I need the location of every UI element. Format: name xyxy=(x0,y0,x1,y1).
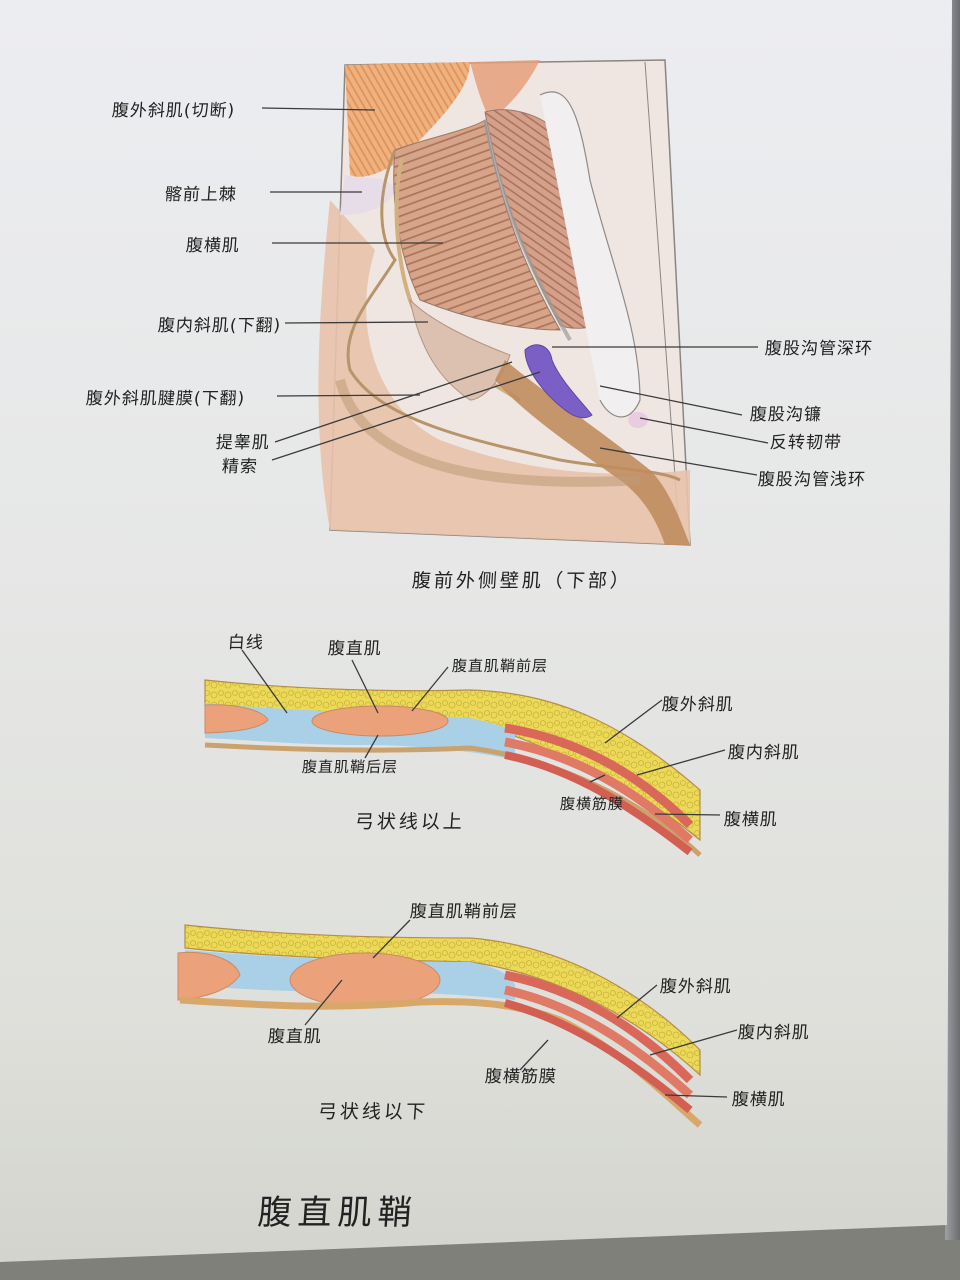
label-deep-inguinal-ring: 腹股沟管深环 xyxy=(764,339,874,359)
label-ext-oblique-cut: 腹外斜肌(切断) xyxy=(111,101,236,121)
label-ext-oblique-bottom: 腹外斜肌 xyxy=(659,977,733,997)
label-sheath-anterior-mid: 腹直肌鞘前层 xyxy=(451,657,549,675)
label-sheath-anterior-bottom: 腹直肌鞘前层 xyxy=(409,902,519,922)
caption-top-figure: 腹前外侧壁肌（下部） xyxy=(411,570,633,592)
label-transversalis-fascia-mid: 腹横筋膜 xyxy=(559,795,625,813)
caption-above-arcuate: 弓状线以上 xyxy=(354,811,466,833)
label-falx-inguinalis: 腹股沟镰 xyxy=(749,405,823,425)
caption-below-arcuate: 弓状线以下 xyxy=(317,1101,429,1123)
label-transversus-mid: 腹横肌 xyxy=(723,810,779,830)
label-spermatic-cord: 精索 xyxy=(221,457,259,477)
label-transversus-bottom: 腹横肌 xyxy=(731,1090,787,1110)
label-sheath-posterior-mid: 腹直肌鞘后层 xyxy=(301,758,399,776)
label-asis: 髂前上棘 xyxy=(164,185,238,205)
label-ext-oblique-mid: 腹外斜肌 xyxy=(661,695,735,715)
label-transversalis-fascia-bottom: 腹横筋膜 xyxy=(484,1067,558,1087)
label-ext-oblique-aponeurosis: 腹外斜肌腱膜(下翻) xyxy=(85,389,246,409)
label-transversus-top: 腹横肌 xyxy=(185,236,241,256)
label-int-oblique-mid: 腹内斜肌 xyxy=(727,743,801,763)
label-reflected-ligament: 反转韧带 xyxy=(769,433,843,453)
label-rectus-bottom: 腹直肌 xyxy=(267,1027,323,1047)
label-superficial-inguinal-ring: 腹股沟管浅环 xyxy=(757,470,867,490)
label-linea-alba: 白线 xyxy=(227,633,265,653)
label-int-oblique-flipped: 腹内斜肌(下翻) xyxy=(157,316,282,336)
label-cremaster: 提睾肌 xyxy=(215,433,271,453)
label-int-oblique-bottom: 腹内斜肌 xyxy=(737,1023,811,1043)
label-rectus-mid: 腹直肌 xyxy=(327,639,383,659)
page-title: 腹直肌鞘 xyxy=(256,1193,420,1233)
